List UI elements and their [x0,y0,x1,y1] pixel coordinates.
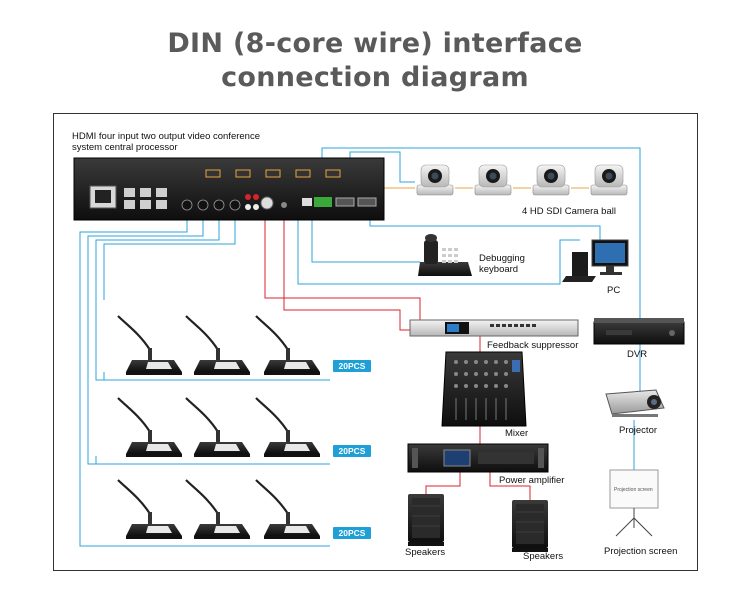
feedback-suppressor-label: Feedback suppressor [487,340,579,351]
speakers-left-label: Speakers [405,547,446,558]
quantity-badge: 20PCS [333,527,371,539]
power-amplifier-label: Power amplifier [499,475,565,486]
camera-ball-4 [590,164,628,196]
power-amplifier [407,443,549,473]
projection-screen-label: Projection screen [604,546,678,557]
debugging-keyboard [418,234,472,276]
projection-screen [609,469,659,537]
diagram-title-line1: DIN (8-core wire) interface [167,28,583,59]
microphone-row-3 [116,478,322,541]
conference-microphone [116,314,184,377]
signal-wire [87,220,330,465]
camera-ball-2 [474,164,512,196]
processor-label-line1: HDMI four input two output video confere… [72,131,260,142]
conference-microphone [184,314,252,377]
conference-microphone [116,396,184,459]
central-processor [73,157,385,221]
audio-wire [264,220,421,320]
keyboard-label-line2: keyboard [479,264,519,275]
signal-wire [103,220,236,300]
conference-microphone [116,478,184,541]
pc-label: PC [607,285,621,296]
camera-ball-1 [416,164,454,196]
mixer-label: Mixer [505,428,529,439]
keyboard-label-line1: Debugging [479,253,525,264]
speakers-right-label: Speakers [523,551,564,562]
signal-wire [311,220,420,263]
audio-wire [425,472,461,494]
audio-wire [283,220,410,331]
signal-wire [321,147,641,318]
quantity-badge: 20PCS [333,360,371,372]
audio-wire [489,472,531,500]
dvr-label: DVR [627,349,648,360]
signal-wire [79,220,330,547]
diagram-frame [53,113,698,571]
signal-wire [369,220,601,240]
microphone-row-2 [116,396,322,459]
projection-screen-text: Projection screen [614,487,653,493]
signal-wire [95,220,330,381]
projector [605,389,665,417]
camera-ball-3 [532,164,570,196]
microphone-row-1 [116,314,322,377]
mixer [441,351,527,427]
projector-label: Projector [619,425,658,436]
camera-label: 4 HD SDI Camera ball [522,206,616,217]
quantity-badge: 20PCS [333,445,371,457]
speaker-right [511,499,549,553]
feedback-suppressor [409,319,579,337]
pc [562,239,629,282]
conference-microphone [254,314,322,377]
speaker-left [407,493,445,547]
signal-wire [349,151,415,183]
conference-microphone [184,478,252,541]
signal-wire [297,220,580,285]
conference-microphone [254,478,322,541]
dvr [593,318,685,345]
conference-microphone [254,396,322,459]
diagram-title-line2: connection diagram [221,62,529,93]
processor-label-line2: system central processor [72,142,178,153]
conference-microphone [184,396,252,459]
